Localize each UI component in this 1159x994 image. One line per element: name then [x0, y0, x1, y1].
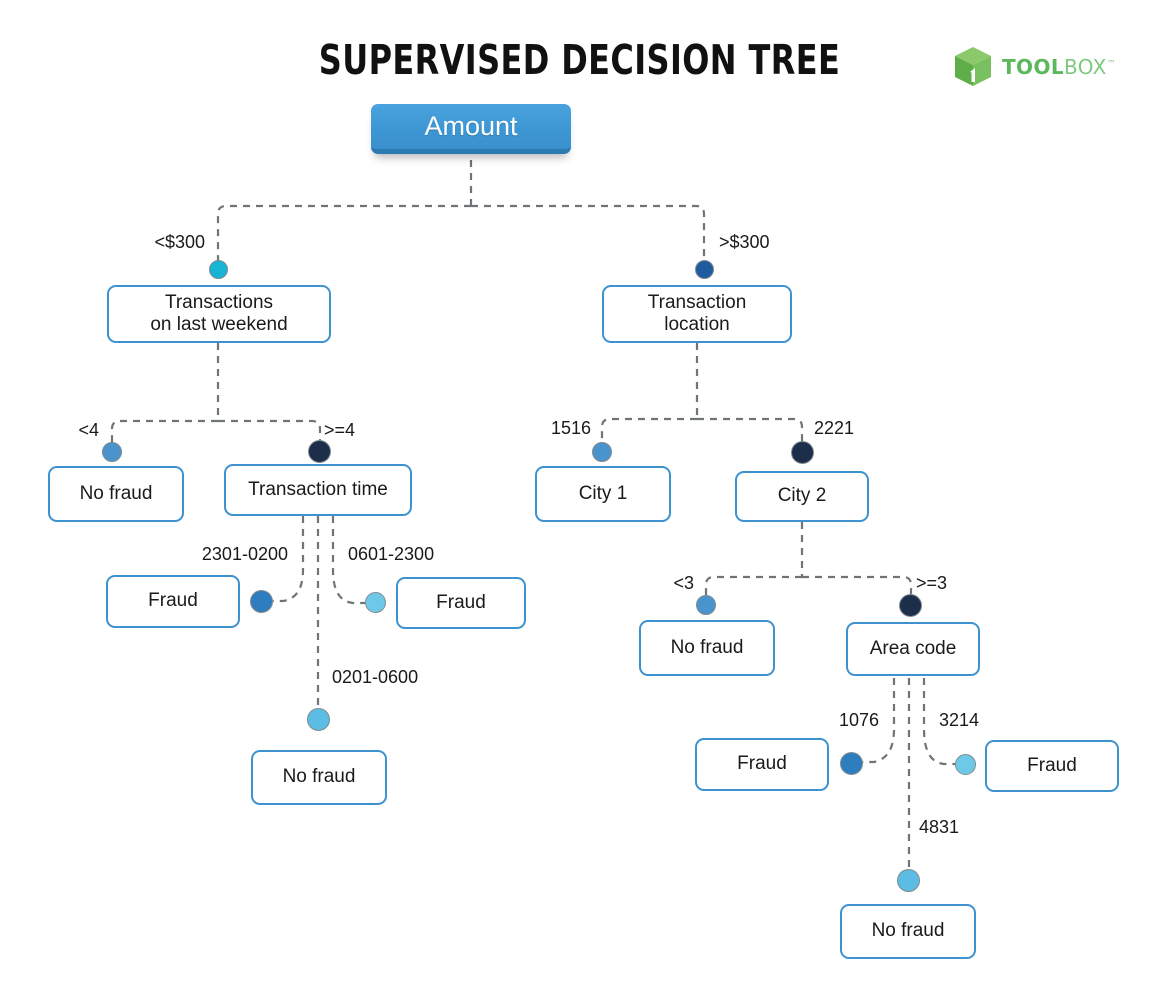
edge-label-0201-0600: 0201-0600 [332, 667, 419, 687]
edge-label-0601-2300: 0601-2300 [348, 544, 435, 564]
dot-lt-4[interactable] [102, 442, 122, 462]
dot-0201-0600[interactable] [307, 708, 330, 731]
edge-label-3214: 3214 [939, 710, 980, 730]
dot-2221[interactable] [791, 441, 814, 464]
dot-lt-3[interactable] [696, 595, 716, 615]
node-fraud-2301-0200[interactable]: Fraud [106, 575, 240, 628]
node-no-fraud-4831[interactable]: No fraud [840, 904, 976, 959]
dot-0601-2300[interactable] [365, 592, 386, 613]
dot-gt-300[interactable] [695, 260, 714, 279]
dot-lt-300[interactable] [209, 260, 228, 279]
dot-1516[interactable] [592, 442, 612, 462]
logo-text-primary: TOOL [1002, 55, 1064, 79]
node-fraud-1076[interactable]: Fraud [695, 738, 829, 791]
node-fraud-3214[interactable]: Fraud [985, 740, 1119, 792]
edge-label-lt-300: <$300 [154, 232, 205, 252]
edge-label-gte-3: >=3 [916, 573, 948, 593]
edge-label-1076: 1076 [838, 710, 879, 730]
cube-icon [955, 47, 991, 86]
dot-2301-0200[interactable] [250, 590, 273, 613]
dot-gte-4[interactable] [308, 440, 331, 463]
page-title: SUPERVISED DECISION TREE [318, 36, 841, 84]
node-city-1[interactable]: City 1 [535, 466, 671, 522]
dot-gte-3[interactable] [899, 594, 922, 617]
node-amount[interactable]: Amount [371, 104, 571, 154]
dot-4831[interactable] [897, 869, 920, 892]
edge-label-2221: 2221 [814, 418, 855, 438]
edge-label-4831: 4831 [919, 817, 960, 837]
logo-wordmark: TOOLBOX™ [1002, 57, 1116, 77]
logo-trademark: ™ [1106, 59, 1117, 70]
node-no-fraud-0201-0600[interactable]: No fraud [251, 750, 387, 805]
node-no-fraud-lt4[interactable]: No fraud [48, 466, 184, 522]
edge-label-gt-300: >$300 [719, 232, 770, 252]
node-city-2[interactable]: City 2 [735, 471, 869, 522]
edge-label-lt-3: <3 [673, 573, 694, 593]
node-no-fraud-lt3[interactable]: No fraud [639, 620, 775, 676]
edge-label-lt-4: <4 [78, 420, 99, 440]
logo-text-secondary: BOX [1064, 55, 1107, 79]
dot-1076[interactable] [840, 752, 863, 775]
edge-label-gte-4: >=4 [324, 420, 356, 440]
toolbox-logo: TOOLBOX™ [953, 44, 1133, 90]
edge-label-1516: 1516 [550, 418, 591, 438]
node-transaction-time[interactable]: Transaction time [224, 464, 412, 516]
node-area-code[interactable]: Area code [846, 622, 980, 676]
edge-label-2301-0200: 2301-0200 [201, 544, 288, 564]
dot-3214[interactable] [955, 754, 976, 775]
node-fraud-0601-2300[interactable]: Fraud [396, 577, 526, 629]
